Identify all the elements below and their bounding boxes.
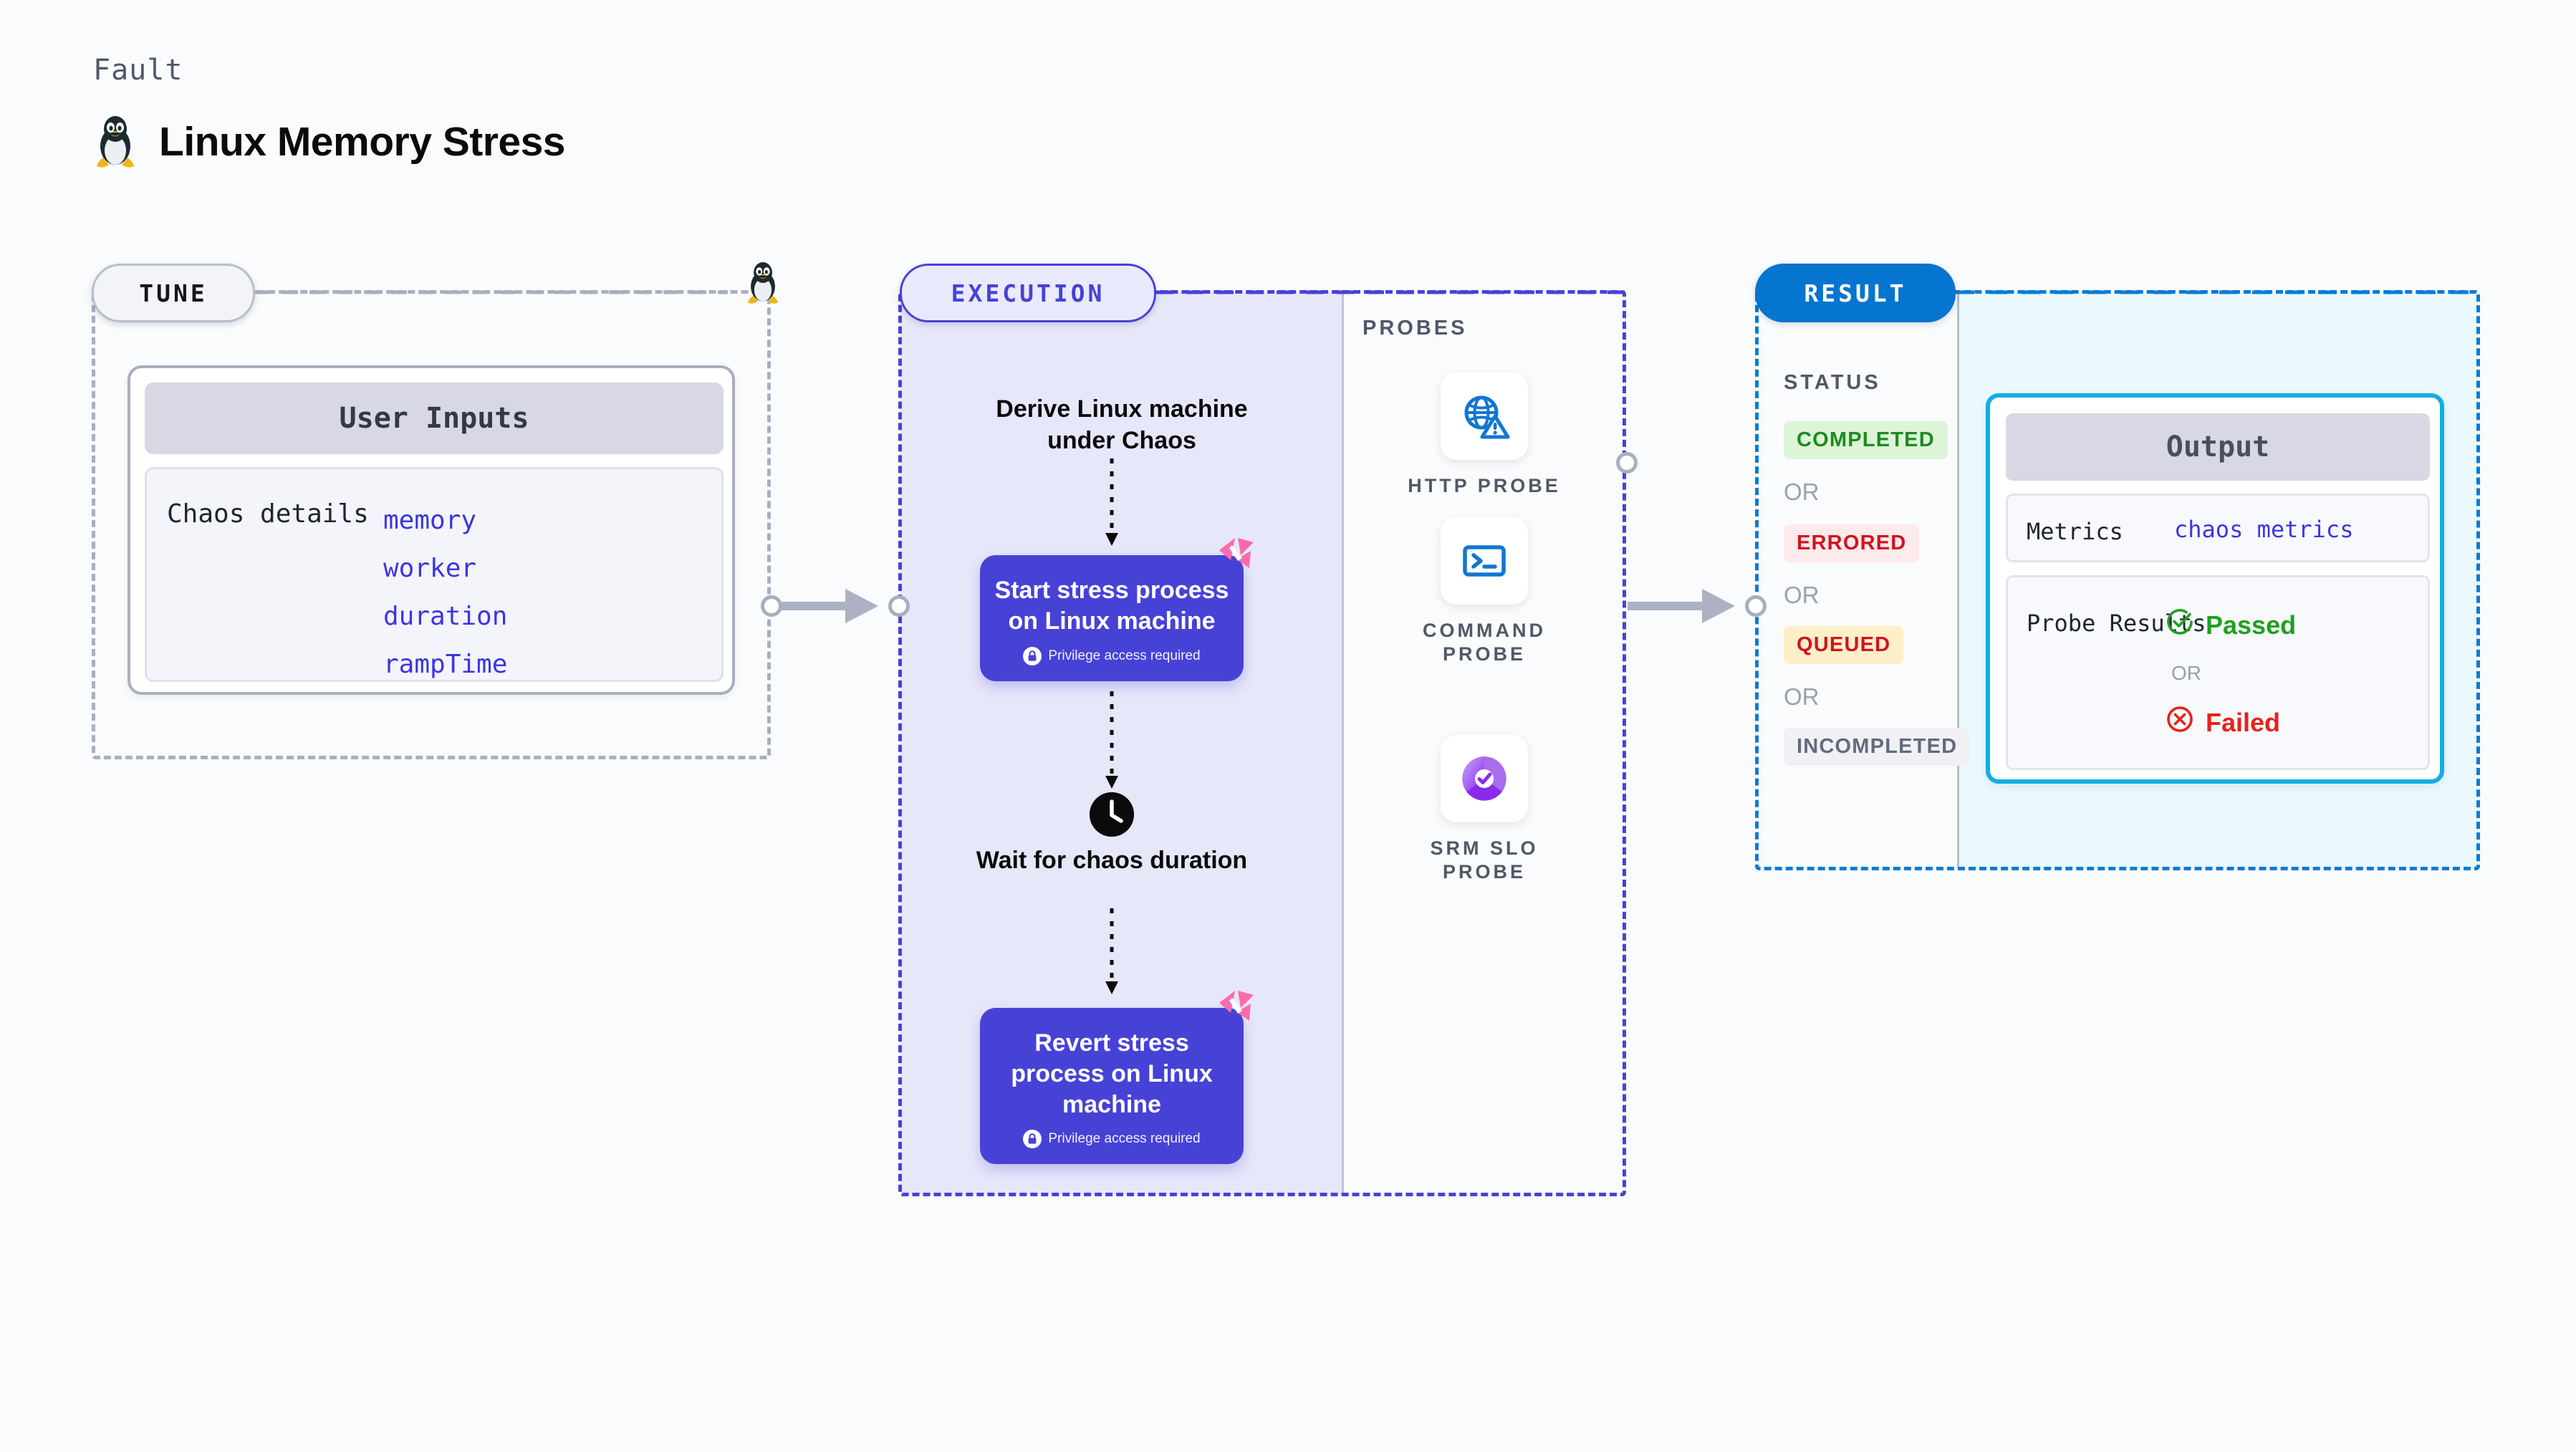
probe-srm-slo[interactable]: SRM SLO PROBE — [1398, 735, 1570, 884]
terminal-icon — [1441, 517, 1528, 605]
page-title: Linux Memory Stress — [159, 119, 566, 165]
fault-eyebrow-label: Fault — [93, 54, 183, 87]
tune-to-execution-arrow — [771, 589, 878, 623]
status-or-3: OR — [1784, 683, 1820, 710]
linux-penguin-icon — [93, 115, 138, 169]
probes-section-label: PROBES — [1363, 317, 1468, 340]
check-circle-icon — [2166, 607, 2194, 643]
flow-box-start-stress[interactable]: Start stress process on Linux machine Pr… — [980, 538, 1254, 681]
status-badge-queued: QUEUED — [1784, 626, 1904, 664]
output-metrics-value[interactable]: chaos metrics — [2174, 516, 2354, 543]
param-ramptime[interactable]: rampTime — [383, 650, 508, 679]
tune-lead-line — [255, 290, 728, 294]
status-or-2: OR — [1784, 582, 1820, 608]
harness-logo-icon — [1216, 537, 1258, 579]
param-memory[interactable]: memory — [383, 506, 477, 535]
result-section-frame — [1755, 290, 2480, 870]
flow-box-revert-stress-note-text: Privilege access required — [1048, 1131, 1201, 1147]
status-label: STATUS — [1784, 371, 1881, 394]
param-duration[interactable]: duration — [383, 602, 508, 631]
status-badge-completed: COMPLETED — [1784, 421, 1948, 459]
harness-logo-icon — [1216, 989, 1258, 1032]
output-row-probe-results: Probe Results Passed OR — [2006, 575, 2430, 770]
output-metrics-key: Metrics — [2027, 518, 2123, 545]
flow-box-revert-stress[interactable]: Revert stress process on Linux machine P… — [980, 991, 1254, 1165]
probe-result-failed-label: Failed — [2206, 707, 2281, 737]
flow-box-start-stress-note: Privilege access required — [993, 646, 1231, 665]
x-circle-icon — [2166, 705, 2194, 740]
execution-lead-line — [1156, 290, 1629, 294]
probe-result-passed-label: Passed — [2206, 610, 2297, 640]
user-inputs-header: User Inputs — [145, 383, 724, 454]
lock-icon — [1023, 1130, 1042, 1149]
user-inputs-card: User Inputs Chaos details memory worker … — [128, 365, 735, 695]
status-badge-errored: ERRORED — [1784, 524, 1920, 562]
page-title-row: Linux Memory Stress — [93, 115, 566, 169]
param-worker[interactable]: worker — [383, 554, 477, 583]
probe-result-passed: Passed — [2166, 607, 2296, 643]
chaos-details-param-list: memory worker duration rampTime — [383, 496, 507, 688]
status-or-1: OR — [1784, 479, 1820, 505]
result-input-connector-ring — [1745, 595, 1767, 617]
probe-result-or: OR — [2171, 662, 2201, 684]
probes-output-connector-ring — [1616, 452, 1638, 473]
flow-box-revert-stress-title: Revert stress process on Linux machine — [1011, 1029, 1213, 1118]
execution-step-derive-caption: Derive Linux machine under Chaos — [996, 395, 1248, 454]
execution-input-connector-ring — [888, 595, 910, 617]
flow-arrow-3 — [1105, 908, 1118, 994]
result-section-badge[interactable]: RESULT — [1755, 264, 1956, 322]
probe-http[interactable]: HTTP PROBE — [1398, 372, 1570, 498]
probe-command[interactable]: COMMAND PROBE — [1398, 517, 1570, 666]
output-row-metrics: Metrics chaos metrics — [2006, 494, 2430, 562]
clock-icon — [1090, 792, 1134, 837]
execution-to-result-arrow — [1628, 589, 1735, 623]
srm-slo-donut-check-icon — [1441, 735, 1528, 822]
execution-step-wait-caption: Wait for chaos duration — [976, 847, 1248, 874]
probe-result-failed: Failed — [2166, 705, 2280, 740]
execution-probes-divider — [1342, 292, 1344, 1194]
tune-linux-penguin-icon — [745, 261, 781, 309]
flow-arrow-2 — [1105, 691, 1118, 789]
output-card: Output Metrics chaos metrics Probe Resul… — [1986, 393, 2444, 784]
flow-box-revert-stress-note: Privilege access required — [993, 1130, 1231, 1149]
flow-arrow-1 — [1105, 458, 1118, 546]
status-badge-incompleted: INCOMPLETED — [1784, 728, 1971, 766]
tune-section-badge[interactable]: TUNE — [92, 264, 255, 322]
globe-warning-icon — [1441, 372, 1528, 460]
user-inputs-body: Chaos details memory worker duration ram… — [145, 467, 724, 682]
probe-http-label: HTTP PROBE — [1408, 475, 1561, 496]
result-lead-line — [1956, 290, 2483, 294]
lock-icon — [1023, 646, 1042, 665]
probe-srm-slo-label: SRM SLO PROBE — [1430, 837, 1539, 883]
execution-section-badge[interactable]: EXECUTION — [900, 264, 1156, 322]
chaos-details-label: Chaos details — [167, 499, 369, 529]
flow-box-start-stress-note-text: Privilege access required — [1048, 648, 1201, 663]
probe-command-label: COMMAND PROBE — [1423, 620, 1546, 665]
result-status-output-divider — [1957, 292, 1959, 868]
flow-box-start-stress-title: Start stress process on Linux machine — [994, 577, 1229, 635]
tune-output-connector-ring — [761, 595, 782, 617]
output-card-header: Output — [2006, 413, 2430, 481]
